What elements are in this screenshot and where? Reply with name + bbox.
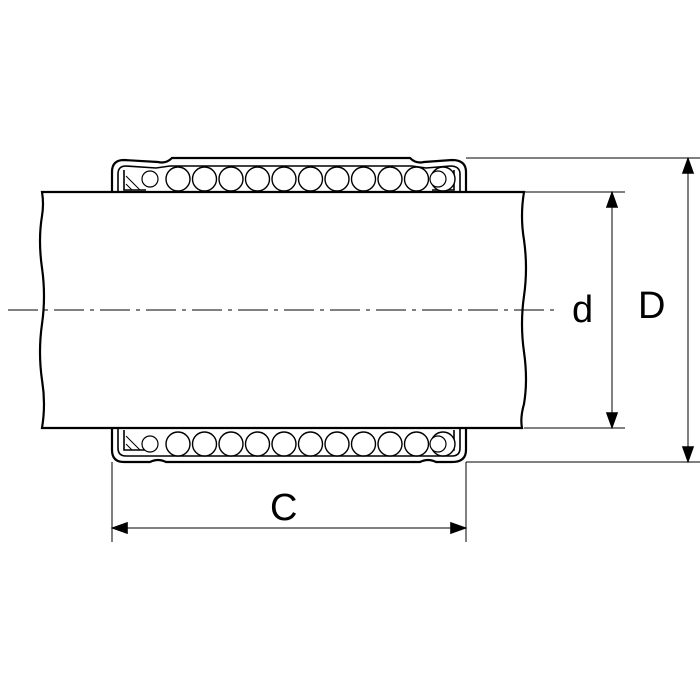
top-ball [297, 166, 324, 192]
bottom-ball [244, 431, 271, 457]
top-end-ball [141, 170, 159, 188]
top-ball [165, 166, 191, 192]
label-width: C [270, 487, 297, 529]
top-sleeve-inner [117, 165, 461, 192]
bottom-ball [271, 431, 297, 457]
top-ball [350, 166, 377, 192]
dimension-d: d [524, 190, 625, 430]
bearing-bottom-section [110, 428, 468, 464]
bottom-end-ball [141, 435, 159, 453]
top-ball [244, 166, 271, 192]
bottom-ball [191, 431, 218, 457]
bottom-ball [324, 431, 350, 457]
label-outer-diameter: D [638, 285, 665, 327]
top-ball [271, 166, 297, 192]
bottom-ball [165, 431, 191, 457]
bottom-ball [218, 431, 244, 457]
top-ball [191, 166, 218, 192]
bottom-sleeve-outline [110, 428, 468, 464]
bottom-ball [297, 431, 324, 457]
bearing-top-section [110, 156, 468, 192]
bottom-end-seal-left [123, 430, 146, 451]
top-end-ball [429, 170, 447, 188]
shaft [8, 190, 560, 430]
bottom-sleeve-inner [117, 428, 461, 457]
bottom-ball-row [141, 431, 456, 457]
bottom-ball [377, 431, 403, 457]
top-ball [324, 166, 350, 192]
top-ball [218, 166, 244, 192]
bottom-ball [350, 431, 377, 457]
shaft-outline [38, 190, 528, 430]
dimension-C: C [110, 462, 468, 542]
label-inner-diameter: d [572, 289, 593, 331]
dimension-D: D [466, 156, 700, 464]
top-ball-row [141, 166, 456, 192]
top-end-seal-left [123, 170, 146, 191]
top-sleeve-outline [110, 156, 468, 192]
top-ball [403, 166, 430, 192]
top-ball [377, 166, 403, 192]
bottom-end-ball [429, 435, 447, 453]
bottom-ball [403, 431, 430, 457]
